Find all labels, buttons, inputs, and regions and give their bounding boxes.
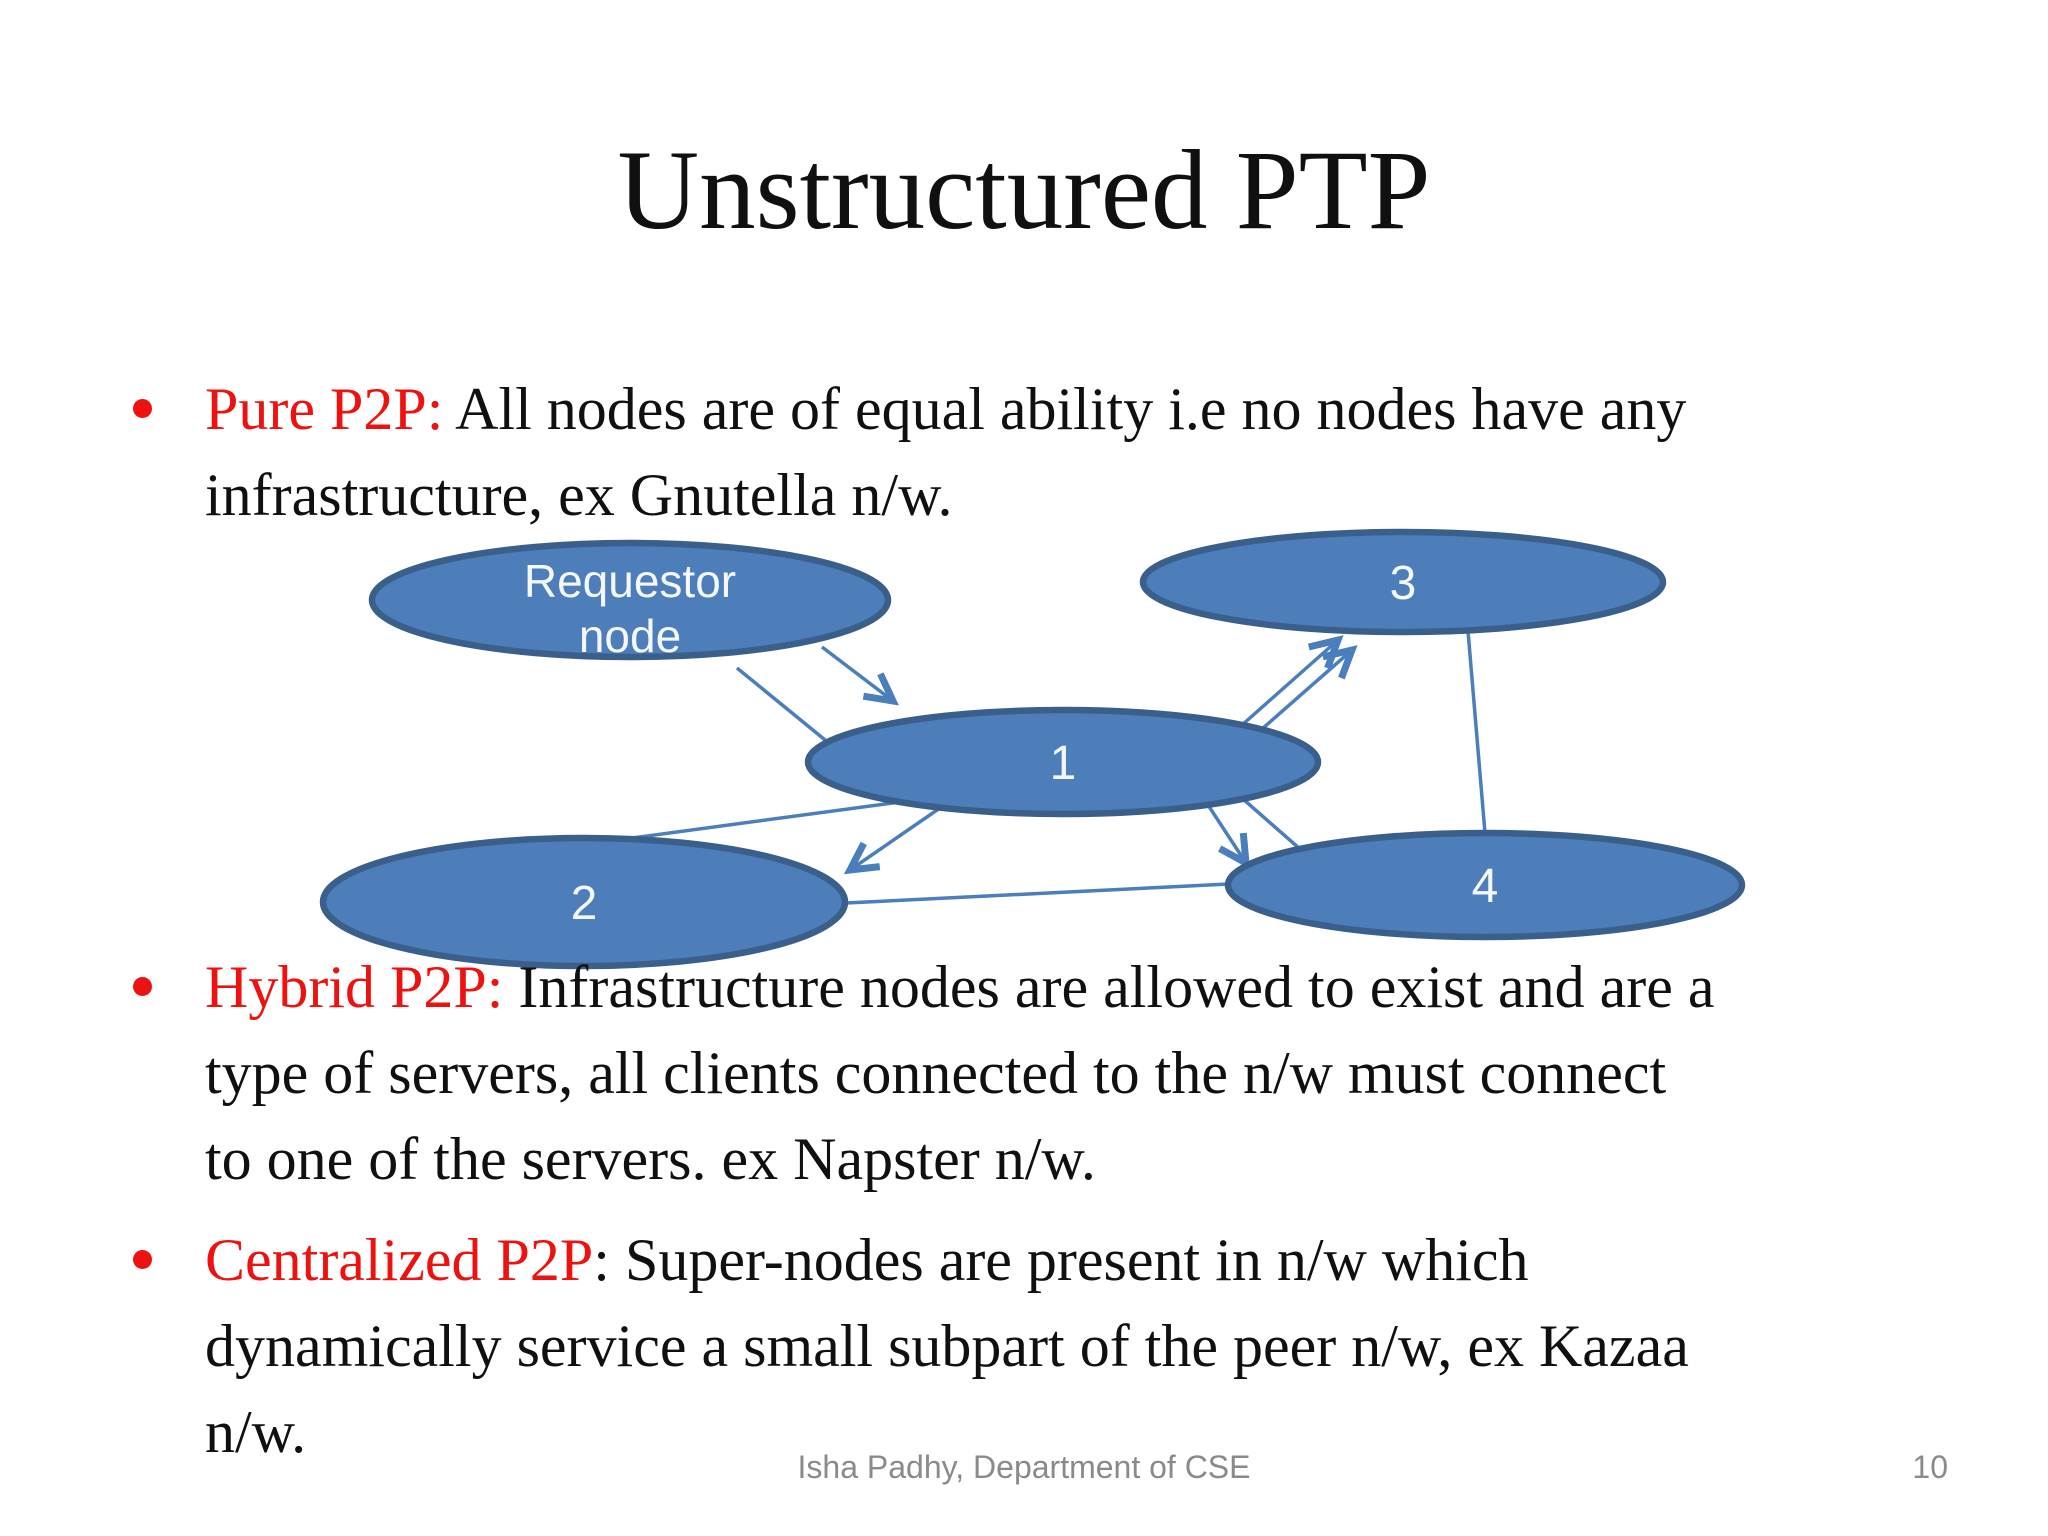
bullet-paragraph: Centralized P2P: Super-nodes are present…	[125, 1217, 1925, 1475]
bullet-text-line: Hybrid P2P: Infrastructure nodes are all…	[205, 944, 1925, 1030]
edge-line-node-1-to-node-3	[1240, 638, 1340, 727]
slide-title: Unstructured PTP	[617, 128, 1431, 253]
edge-line-requestor-to-node-1	[735, 666, 832, 746]
edge-line-node-1-to-node-2	[849, 806, 941, 872]
node-label-node-2: 2	[571, 877, 598, 930]
node-ellipse-node-3	[1139, 528, 1667, 636]
node-ellipse-node-1	[804, 706, 1322, 818]
bullet-text-line: Centralized P2P: Super-nodes are present…	[205, 1217, 1925, 1303]
edge-line-node-1-to-node-4	[1206, 804, 1248, 864]
edge-line-node-1-to-node-4	[1241, 797, 1302, 851]
node-ellipse-requestor	[368, 539, 892, 661]
bullet-text-line: Pure P2P: All nodes are of equal ability…	[205, 366, 1925, 452]
bullet-dot-icon	[133, 399, 152, 418]
node-ellipse-node-2	[319, 834, 849, 970]
body-text-segment: All nodes are of equal ability i.e no no…	[443, 376, 1687, 442]
body-text-segment: dynamically service a small subpart of t…	[205, 1313, 1689, 1379]
page-number: 10	[1912, 1449, 1948, 1485]
node-label-node-4: 4	[1472, 860, 1499, 913]
node-ellipse-node-4	[1224, 829, 1746, 941]
edge-line-requestor-to-node-1	[820, 645, 895, 703]
term-highlight: Pure P2P:	[205, 376, 444, 442]
bullet-paragraph: Hybrid P2P: Infrastructure nodes are all…	[125, 944, 1925, 1202]
edge-line-node-3-to-node-4	[1466, 630, 1487, 834]
edge-arrowhead-icon	[1307, 635, 1344, 670]
edge-arrowhead-icon	[1218, 832, 1251, 870]
bullet-text: Centralized P2P: Super-nodes are present…	[205, 1217, 1925, 1475]
edge-arrowhead-icon	[843, 841, 881, 875]
body-text-segment: n/w.	[205, 1399, 307, 1465]
bullet-text: Pure P2P: All nodes are of equal ability…	[205, 366, 1925, 538]
edge-line-node-2-to-node-4	[845, 882, 1230, 905]
term-highlight: Centralized P2P	[205, 1227, 594, 1293]
body-text-segment: type of servers, all clients connected t…	[205, 1040, 1667, 1106]
body-text-segment: : Super-nodes are present in n/w which	[593, 1227, 1529, 1293]
body-text-segment: infrastructure, ex Gnutella n/w.	[205, 462, 953, 528]
bullet-text-line: infrastructure, ex Gnutella n/w.	[205, 452, 1925, 538]
footer-text: Isha Padhy, Department of CSE	[797, 1449, 1251, 1485]
bullet-dot-icon	[133, 1250, 152, 1269]
term-highlight: Hybrid P2P:	[205, 954, 504, 1020]
bullet-text: Hybrid P2P: Infrastructure nodes are all…	[205, 944, 1925, 1202]
edge-line-node-1-to-node-3	[1260, 648, 1354, 731]
edge-line-node-1-to-node-2	[616, 800, 901, 842]
bullet-text-line: dynamically service a small subpart of t…	[205, 1303, 1925, 1389]
edge-arrowhead-icon	[862, 672, 899, 706]
bullet-text-line: type of servers, all clients connected t…	[205, 1030, 1925, 1116]
bullet-paragraph: Pure P2P: All nodes are of equal ability…	[125, 366, 1925, 538]
bullet-text-line: to one of the servers. ex Napster n/w.	[205, 1116, 1925, 1202]
body-text-segment: to one of the servers. ex Napster n/w.	[205, 1126, 1096, 1192]
node-label-requestor: Requestor	[524, 555, 736, 607]
node-label-node-3: 3	[1390, 557, 1417, 610]
node-label-node-1: 1	[1050, 737, 1077, 790]
node-label-requestor: node	[579, 610, 681, 662]
bullet-text-line: n/w.	[205, 1389, 1925, 1475]
bullet-dot-icon	[133, 977, 152, 996]
body-text-segment: Infrastructure nodes are allowed to exis…	[503, 954, 1715, 1020]
edge-arrowhead-icon	[1321, 645, 1358, 680]
